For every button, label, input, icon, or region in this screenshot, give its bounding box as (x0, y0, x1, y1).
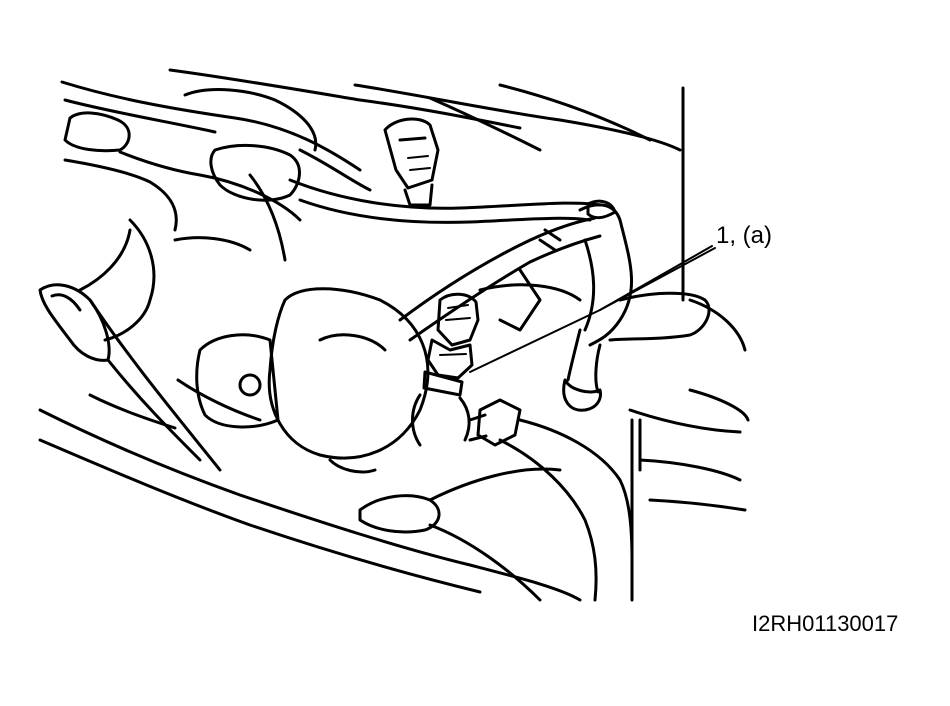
engine-right-structure (478, 268, 750, 512)
engine-block-background (60, 68, 682, 342)
sensor-fitting (411, 292, 480, 447)
illustration-frame (630, 86, 685, 602)
hose-clamp (586, 199, 617, 220)
callout-leaders (469, 245, 716, 373)
electrical-connector (383, 117, 440, 207)
figure-code: I2RH01130017 (752, 611, 898, 636)
frame-rail (38, 283, 582, 602)
callout-label: 1, (a) (716, 222, 772, 249)
lower-hose (358, 398, 634, 602)
canister (176, 287, 430, 474)
fuel-hose (288, 178, 711, 412)
